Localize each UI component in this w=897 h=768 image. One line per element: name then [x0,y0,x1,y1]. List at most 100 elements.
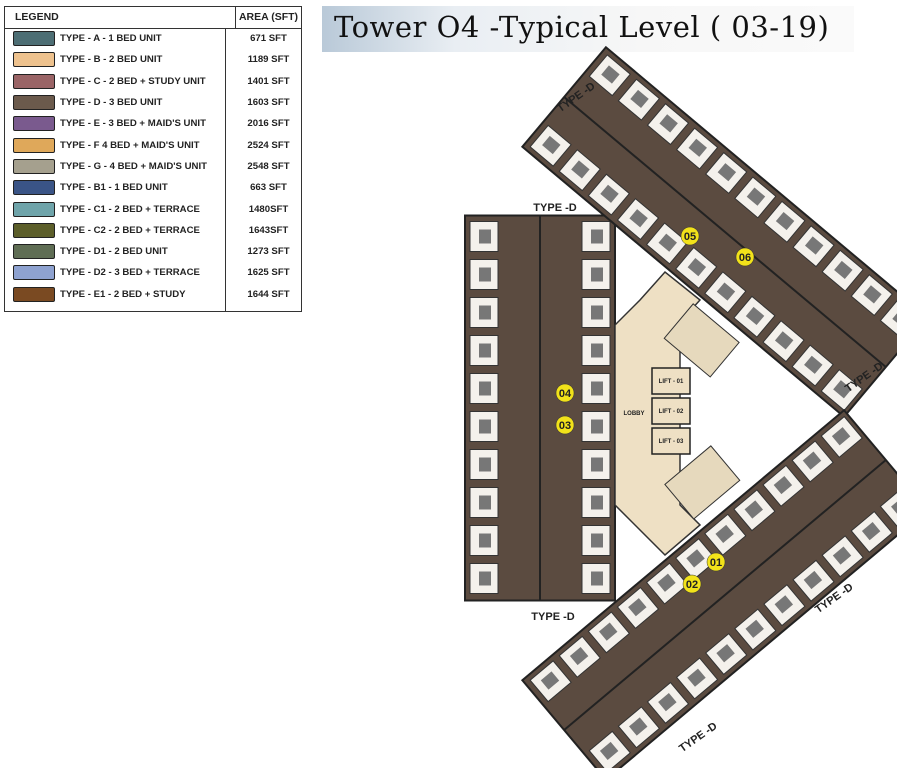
staircase-north [663,303,740,378]
lobby-label: LOBBY [624,411,645,417]
color-swatch [13,286,55,302]
bed [591,381,603,396]
legend-item: TYPE - E1 - 2 BED + STUDY 1644 SFT [5,284,301,305]
plan-title: Tower O4 -Typical Level ( 03-19) [334,10,830,44]
bed [479,305,491,320]
legend-item: TYPE - E - 3 BED + MAID'S UNIT 2016 SFT [5,113,301,134]
color-swatch [13,222,55,238]
legend-item-area: 1603 SFT [247,97,290,109]
bed [599,741,619,761]
legend-item-label: TYPE - G - 4 BED + MAID'S UNIT [60,160,208,172]
legend-item-label: TYPE - C - 2 BED + STUDY UNIT [60,75,206,87]
unit-type-label: TYPE -D [533,202,576,214]
legend-item-label: TYPE - E1 - 2 BED + STUDY [60,288,186,300]
legend-item-area: 1480SFT [248,203,289,215]
bed [542,135,561,155]
bed [861,522,881,541]
bed [479,533,491,548]
legend-item-area: 2548 SFT [247,160,290,172]
unit-number: 02 [686,579,698,591]
bed [600,184,619,203]
lift-label: LIFT - 03 [659,439,684,445]
unit-number: 01 [710,557,722,569]
color-swatch [13,201,55,217]
bed [832,546,852,565]
unit-number: 05 [684,231,696,243]
bed [687,258,707,277]
legend-item-label: TYPE - C1 - 2 BED + TERRACE [60,203,200,215]
bed [774,331,794,350]
bed [891,497,897,516]
legend-item: TYPE - D - 3 BED UNIT 1603 SFT [5,92,301,113]
legend-item-label: TYPE - B - 2 BED UNIT [60,54,163,66]
lift-label: LIFT - 01 [659,379,684,385]
legend-item-area: 2524 SFT [247,139,290,151]
unit-type-label: TYPE -D [531,611,574,623]
bed [479,381,491,396]
color-swatch [13,52,55,68]
bed [745,306,765,326]
legend-item-area: 1401 SFT [247,75,290,87]
legend-item-label: TYPE - B1 - 1 BED UNIT [60,182,168,194]
unit-marker [706,552,726,572]
legend-item-label: TYPE - F 4 BED + MAID'S UNIT [60,139,200,151]
color-swatch [13,31,55,47]
legend-item-label: TYPE - A - 1 BED UNIT [60,33,162,45]
bed [479,229,491,244]
lift-label: LIFT - 02 [659,409,684,415]
bed [601,65,620,84]
bed [716,282,736,301]
wing-south [520,408,897,768]
legend-item-label: TYPE - D1 - 2 BED UNIT [60,246,168,258]
bed [715,524,734,544]
bed [659,114,678,133]
bed [630,89,649,109]
lift-1 [651,367,691,395]
bed [629,717,648,736]
wing-west [464,214,616,602]
bed [657,573,676,592]
unit-number: 03 [559,420,571,432]
bed [658,233,677,252]
color-swatch [13,95,55,111]
bed [591,457,603,472]
unit-marker [682,574,702,594]
bed [804,236,824,255]
legend-item: TYPE - B - 2 BED UNIT 1189 SFT [5,49,301,70]
bed [716,644,735,663]
legend-item-label: TYPE - E - 3 BED + MAID'S UNIT [60,118,206,130]
bed [773,475,793,495]
bed [540,671,560,690]
bed [629,209,648,228]
legend-item: TYPE - D2 - 3 BED + TERRACE 1625 SFT [5,262,301,283]
legend-table: LEGEND AREA (SFT) TYPE - A - 1 BED UNIT … [4,6,302,312]
bed [863,285,882,304]
unit-marker [555,415,575,435]
bed [479,571,491,586]
color-swatch [13,158,55,174]
bed [834,260,853,280]
bedroom [879,298,897,341]
legend-item-label: TYPE - D2 - 3 BED + TERRACE [60,267,200,279]
unit-type-label: TYPE -D [677,720,719,755]
bed [744,500,763,519]
bed [774,595,794,614]
legend-item: TYPE - C - 2 BED + STUDY UNIT 1401 SFT [5,71,301,92]
bed [591,533,603,548]
unit-number: 04 [559,388,572,400]
legend-item-label: TYPE - D - 3 BED UNIT [60,97,163,109]
legend-header: LEGEND [5,7,236,28]
legend-item-area: 1189 SFT [247,54,290,66]
bed [571,160,590,179]
legend-item-area: 1643SFT [248,224,289,236]
bed [687,668,706,687]
lift-2 [651,397,691,425]
bed [479,495,491,510]
bed [688,138,707,157]
bed [686,549,705,568]
unit-marker [555,383,575,403]
color-swatch [13,73,55,89]
bed [591,343,603,358]
color-swatch [13,244,55,260]
